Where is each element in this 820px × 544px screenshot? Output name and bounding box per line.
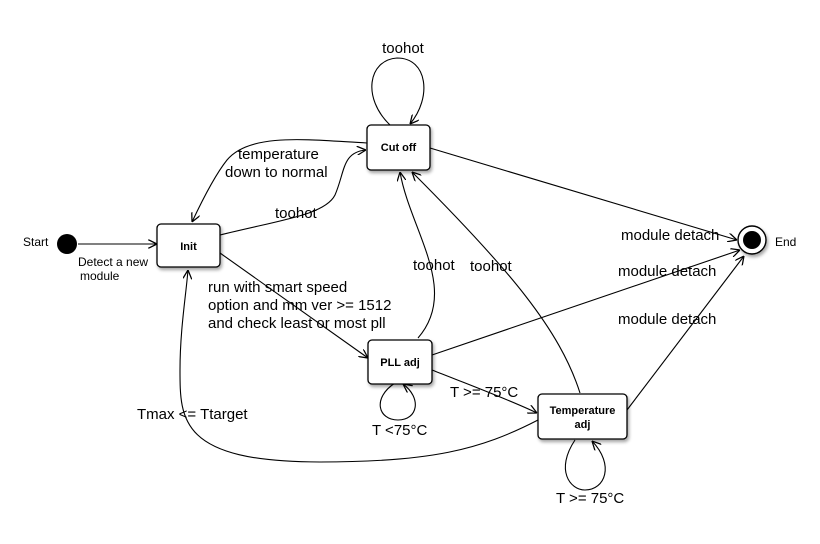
label-temp-to-cutoff: toohot [470, 258, 513, 275]
end-node-inner [743, 231, 761, 249]
label-cutoff-to-init-line2: down to normal [225, 164, 328, 181]
state-temp-label-line2: adj [575, 419, 591, 431]
label-pll-to-temp: T >= 75°C [450, 384, 518, 401]
edge-cutoff-self-loop [371, 57, 425, 126]
label-init-to-pll-line1: run with smart speed [208, 279, 347, 296]
edge-pll-to-cutoff [400, 172, 436, 339]
label-temp-to-end: module detach [618, 311, 716, 328]
state-temperature-adj: Temperature adj [537, 393, 628, 440]
edge-temp-self-loop [564, 439, 606, 491]
label-pll-to-cutoff: toohot [413, 257, 456, 274]
state-pll-adj: PLL adj [367, 339, 433, 385]
edge-pll-self-loop [379, 382, 416, 421]
end-label: End [775, 235, 796, 249]
label-start-init-line1: Detect a new [78, 255, 148, 269]
start-label: Start [23, 235, 49, 249]
label-temp-to-init: Tmax <= Ttarget [137, 406, 248, 423]
edge-pll-to-end [431, 250, 740, 356]
state-init: Init [156, 223, 221, 268]
label-pll-self: T <75°C [372, 422, 428, 439]
edge-cutoff-to-init [192, 139, 368, 222]
label-init-to-pll-line3: and check least or most pll [208, 315, 386, 332]
edge-cutoff-to-end [429, 147, 737, 240]
label-start-init-line2: module [80, 269, 120, 283]
edge-init-to-pll [219, 252, 368, 358]
state-init-label: Init [180, 241, 197, 253]
label-temp-self: T >= 75°C [556, 490, 624, 507]
label-cutoff-to-init-line1: temperature [238, 146, 319, 163]
edge-temp-to-init [179, 270, 539, 463]
edge-temp-to-cutoff [412, 172, 581, 394]
label-init-to-cutoff: toohot [275, 205, 318, 222]
edge-temp-to-end [626, 256, 744, 411]
start-node [57, 234, 77, 254]
state-pll-label: PLL adj [380, 357, 420, 369]
state-temp-label-line1: Temperature [550, 405, 616, 417]
label-cutoff-to-end: module detach [621, 227, 719, 244]
state-cutoff: Cut off [366, 124, 431, 171]
label-pll-to-end: module detach [618, 263, 716, 280]
edge-init-to-cutoff [219, 150, 366, 236]
edge-pll-to-temp [431, 369, 537, 413]
label-cutoff-self: toohot [382, 40, 425, 57]
label-init-to-pll-line2: option and mm ver >= 1512 [208, 297, 391, 314]
state-cutoff-label: Cut off [381, 142, 417, 154]
